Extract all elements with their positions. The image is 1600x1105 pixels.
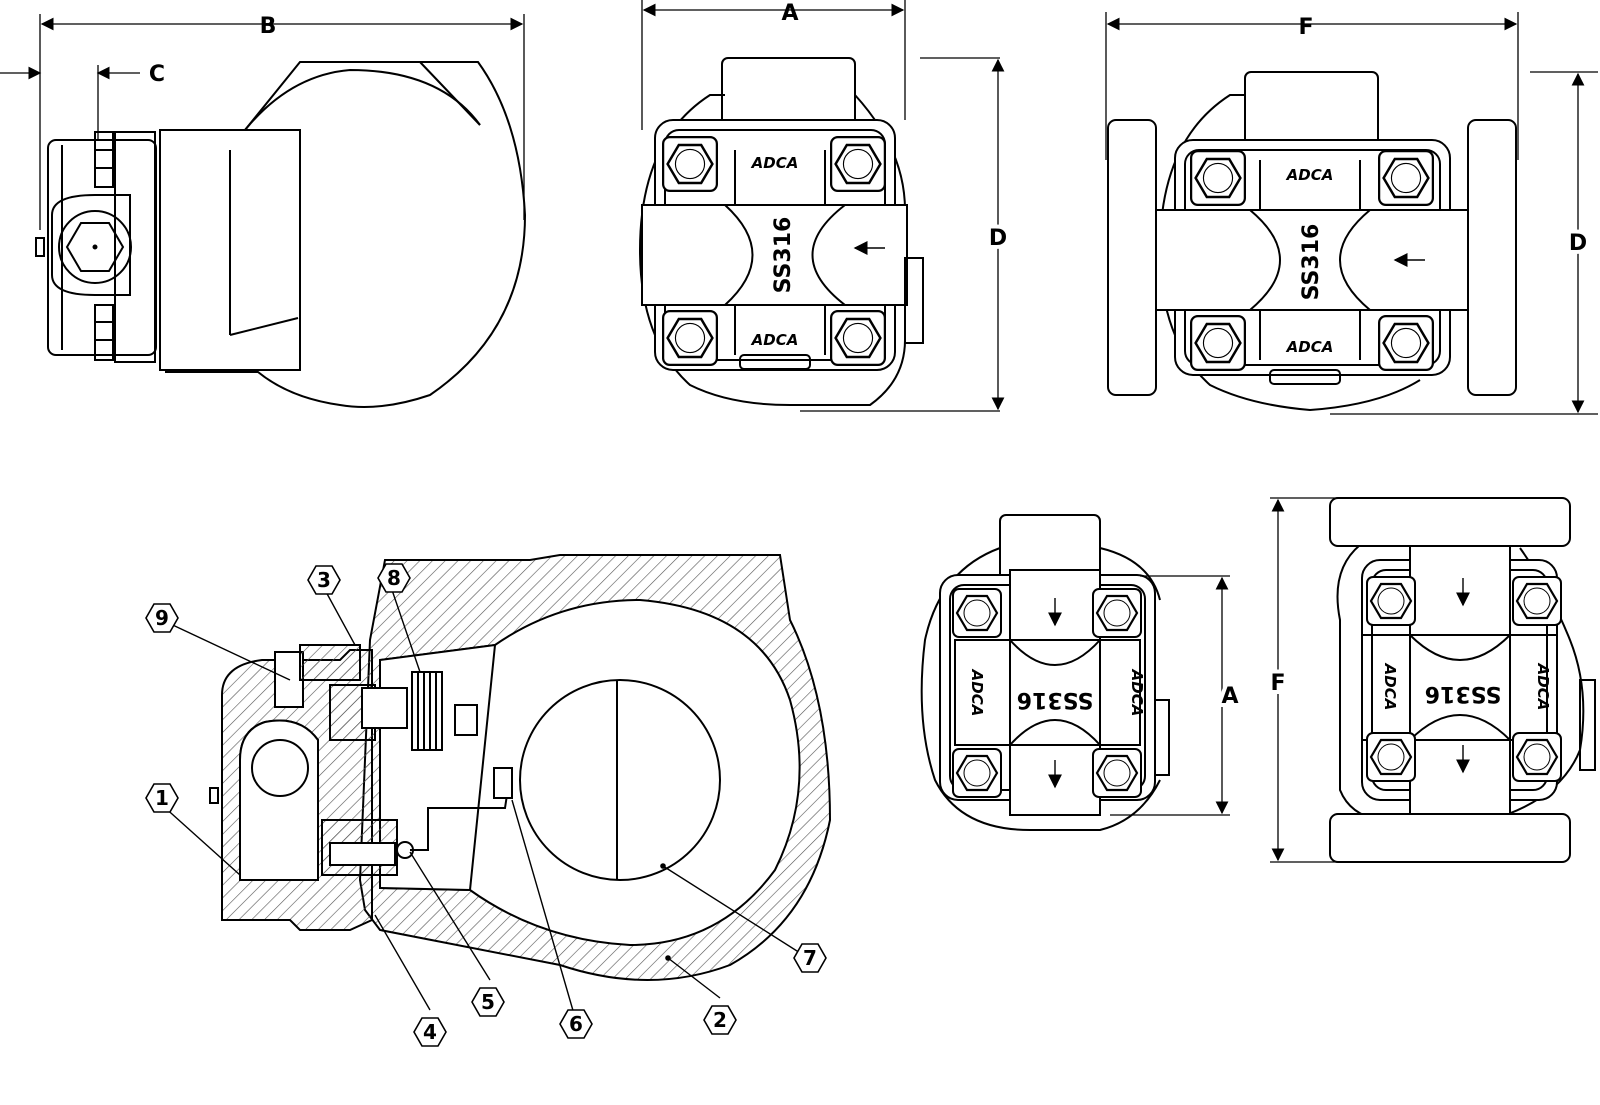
balloon-label: 7 <box>803 946 817 970</box>
balloon-label: 3 <box>317 568 331 592</box>
balloon-label: 8 <box>387 566 401 590</box>
cover-bolt <box>1378 150 1434 206</box>
brand-mark: ADCA <box>751 154 799 172</box>
side-view <box>35 61 527 409</box>
flanged-front-view-dimensions <box>1105 12 1598 415</box>
balloon-label: 5 <box>481 990 495 1014</box>
material-mark: SS316 <box>1299 224 1324 301</box>
cover-bolt <box>662 310 718 366</box>
brand-mark: ADCA <box>1128 669 1146 717</box>
rotated-flanged-view <box>1329 497 1596 863</box>
cover-bolt <box>1378 315 1434 371</box>
balloon-label: 4 <box>423 1020 437 1044</box>
side-view-dimensions <box>0 14 525 230</box>
cover-bolt <box>1512 732 1562 782</box>
brand-mark: ADCA <box>1381 663 1399 711</box>
brand-mark: ADCA <box>1286 338 1334 356</box>
dimension-a-label: A <box>781 1 798 26</box>
brand-mark: ADCA <box>1534 663 1552 711</box>
balloon-label: 2 <box>713 1008 727 1032</box>
cover-bolt <box>830 136 886 192</box>
brand-mark: ADCA <box>1286 166 1334 184</box>
rotated-front-view-dimensions <box>1110 575 1230 816</box>
cover-bolt <box>830 310 886 366</box>
dimension-f-label: F <box>1270 671 1285 696</box>
front-view <box>638 57 924 406</box>
dimension-c-label: C <box>149 62 165 87</box>
material-mark: SS316 <box>771 217 796 294</box>
balloon-label: 9 <box>155 606 169 630</box>
cover-bolt <box>662 136 718 192</box>
dimension-d-label: D <box>989 226 1007 251</box>
material-mark: SS316 <box>1017 687 1094 712</box>
cover-bolt <box>1190 150 1246 206</box>
dimension-a-label: A <box>1221 684 1238 709</box>
rotated-front-view <box>920 514 1170 831</box>
cover-bolt <box>1092 748 1142 798</box>
material-mark: SS316 <box>1425 681 1502 706</box>
cover-bolt <box>1366 576 1416 626</box>
cover-bolt <box>1366 732 1416 782</box>
dimension-b-label: B <box>260 14 277 39</box>
cover-bolt <box>1512 576 1562 626</box>
balloon-label: 1 <box>155 786 169 810</box>
dimension-f-label: F <box>1298 15 1313 40</box>
front-view-dimensions <box>641 0 1005 412</box>
cover-bolt <box>1092 588 1142 638</box>
part-balloons <box>145 563 827 1047</box>
rotated-flanged-view-dimensions <box>1270 497 1360 863</box>
dimension-d-label: D <box>1569 231 1587 256</box>
part-callouts <box>161 589 809 1015</box>
sectional-view <box>209 554 832 981</box>
cover-bolt <box>1190 315 1246 371</box>
cover-bolt <box>952 748 1002 798</box>
brand-mark: ADCA <box>751 331 799 349</box>
cover-bolt <box>952 588 1002 638</box>
balloon-label: 6 <box>569 1012 583 1036</box>
brand-mark: ADCA <box>968 669 986 717</box>
